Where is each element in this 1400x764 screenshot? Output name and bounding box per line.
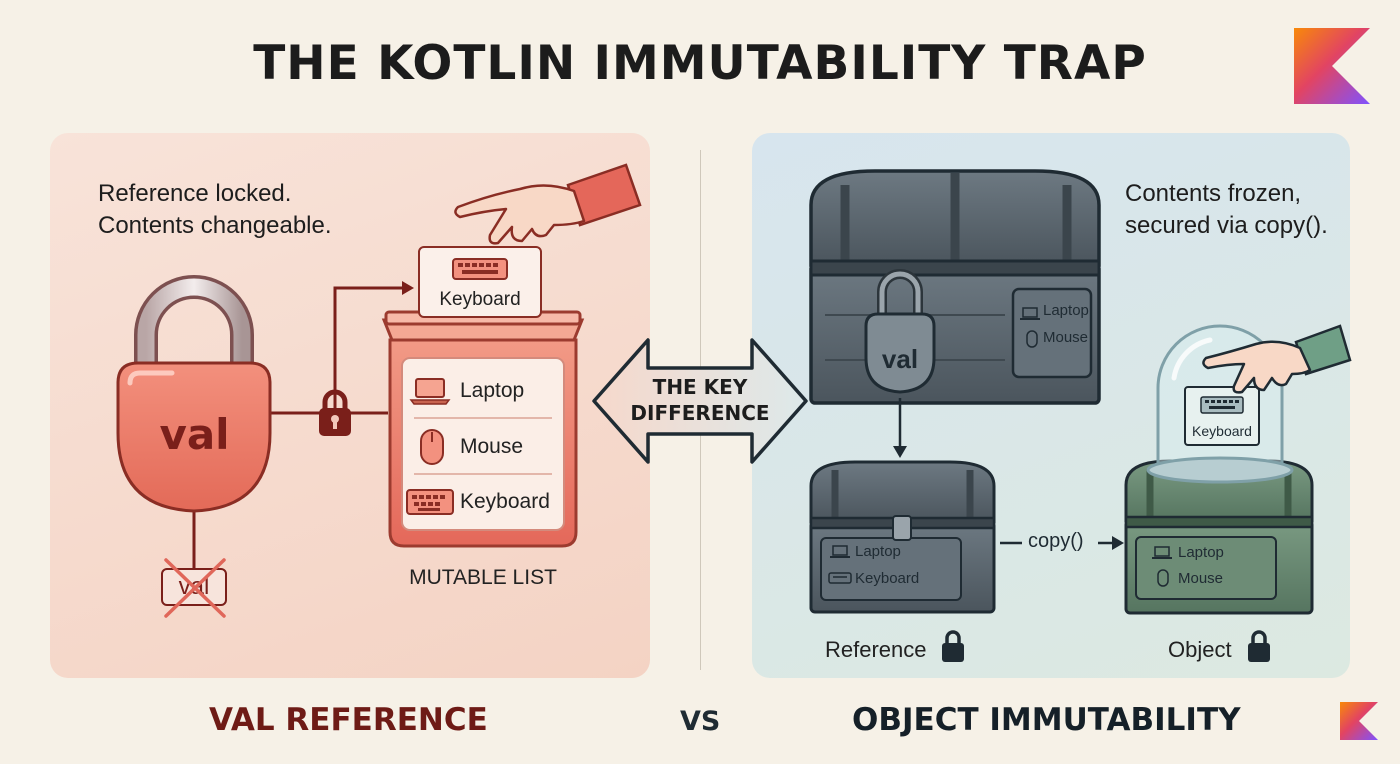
- big-chest-icon: [809, 169, 1101, 405]
- ref-chest-item-laptop: Laptop: [855, 543, 901, 560]
- obj-chest-item-mouse: Mouse: [1178, 570, 1224, 587]
- obj-chest-laptop-icon: [1152, 546, 1172, 559]
- ref-chest-laptop-icon: [830, 545, 850, 558]
- vs-label: VS: [680, 706, 721, 737]
- ref-chest-item-keyboard: Keyboard: [855, 570, 920, 587]
- kotlin-logo-small: [1340, 702, 1378, 740]
- big-chest-padlock-icon: [864, 269, 936, 394]
- page-title: THE KOTLIN IMMUTABILITY TRAP: [253, 36, 1147, 91]
- cross-icon: [164, 558, 226, 618]
- left-footer: VAL REFERENCE: [209, 702, 488, 738]
- dome-keyboard-icon: [1200, 396, 1244, 414]
- copy-label: copy(): [1028, 530, 1084, 552]
- mutable-list-label: MUTABLE LIST: [409, 566, 557, 589]
- obj-chest-mouse-icon: [1157, 569, 1169, 587]
- big-chest-mouse-icon: [1026, 330, 1038, 348]
- reference-chest-icon: [809, 460, 996, 614]
- small-padlock-icon: [319, 389, 351, 436]
- dome-keyboard-card: [1184, 386, 1260, 446]
- down-arrow: [893, 398, 907, 458]
- laptop-icon: [409, 378, 451, 405]
- copy-arrow: [1000, 536, 1124, 550]
- double-arrow-icon: [592, 338, 808, 464]
- big-chest-laptop-icon: [1020, 307, 1040, 320]
- keyboard-icon: [406, 489, 454, 515]
- big-chest-item-mouse: Mouse: [1043, 329, 1089, 346]
- big-chest-item-laptop: Laptop: [1043, 302, 1089, 319]
- dome-card-label: Keyboard: [1192, 423, 1252, 439]
- big-chest-padlock-label: val: [881, 344, 919, 374]
- right-caption: Contents frozen, secured via copy().: [1125, 180, 1328, 239]
- list-item-laptop: Laptop: [460, 379, 525, 402]
- card-keyboard-icon: [452, 258, 508, 280]
- object-lock-icon: [1248, 630, 1270, 662]
- incoming-card-label: Keyboard: [439, 289, 521, 310]
- object-label: Object: [1168, 637, 1232, 662]
- hand-icon: [454, 163, 642, 245]
- mutable-list-bin: [381, 310, 585, 548]
- right-footer: OBJECT IMMUTABILITY: [852, 702, 1241, 738]
- kotlin-logo: [1294, 28, 1370, 104]
- obj-chest-item-laptop: Laptop: [1178, 544, 1224, 561]
- reference-lock-icon: [942, 630, 964, 662]
- object-chest-icon: [1124, 459, 1314, 615]
- padlock-icon: [116, 275, 272, 513]
- reference-label: Reference: [825, 637, 927, 662]
- dome-hand-icon: [1202, 324, 1352, 394]
- list-item-mouse: Mouse: [460, 435, 524, 458]
- left-caption: Reference locked. Contents changeable.: [98, 180, 332, 239]
- padlock-label: val: [159, 410, 230, 459]
- ref-chest-keyboard-icon: [828, 572, 852, 584]
- mouse-icon: [420, 429, 444, 465]
- key-difference-label: THE KEY DIFFERENCE: [630, 375, 770, 425]
- list-item-keyboard: Keyboard: [460, 490, 550, 513]
